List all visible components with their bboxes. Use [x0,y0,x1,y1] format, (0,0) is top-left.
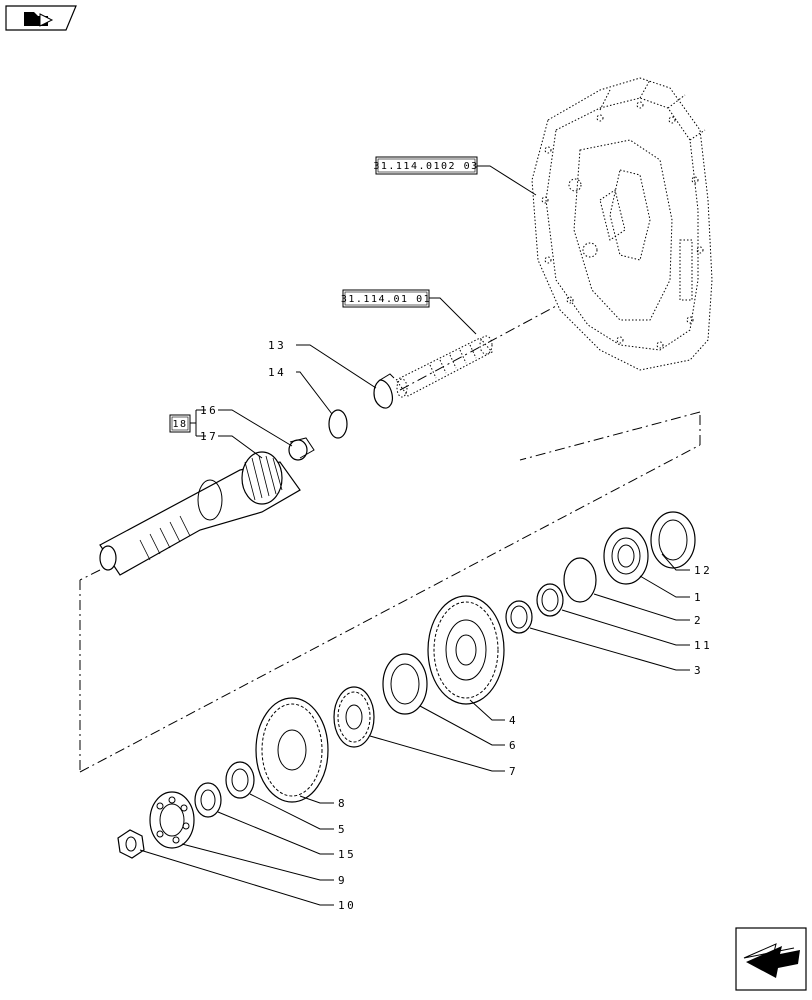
medium-gear [255,697,329,803]
housing-ref-text: 31.114.0102 03 [373,161,478,172]
callout-17: 17 [200,430,218,443]
spring-clip [373,373,395,409]
callout-2: 2 [694,614,703,627]
callout-16: 16 [200,404,218,417]
large-gear [427,595,505,705]
transmission-housing [531,77,713,371]
axis-line [399,305,557,391]
axis-line [79,569,101,581]
main-shaft [99,451,301,576]
callout-15: 15 [338,848,356,861]
callout-8: 8 [338,797,347,810]
callout-10: 10 [338,899,356,912]
callout-13: 13 [268,339,286,352]
sub-reference[interactable]: 18 [169,409,206,437]
callout-11: 11 [694,639,712,652]
next-page-arrow-icon[interactable] [735,927,807,991]
synchronizer-sleeve [382,653,428,715]
hex-nut [117,829,145,859]
bushing [288,437,315,461]
callout-12: 12 [694,564,712,577]
axis-line [519,411,701,461]
leader-lines [139,344,690,906]
spacer-ring [536,583,564,617]
small-gear [333,686,375,748]
callout-6: 6 [509,739,518,752]
gear-bushing [225,761,255,799]
thrust-washer [505,600,533,634]
callout-3: 3 [694,664,703,677]
snap-ring [563,557,597,603]
callout-7: 7 [509,765,518,778]
flat-washer [194,782,222,818]
callout-5: 5 [338,823,347,836]
bearing [603,527,649,585]
callouts: 13 14 16 17 12 1 2 11 3 4 6 7 8 5 15 9 1… [200,339,712,912]
o-ring [328,409,348,439]
callout-1: 1 [694,591,703,604]
bearing-cup [650,511,696,569]
shaft-ref-text: 31.114.01 01 [341,294,431,305]
sub-ref-text: 18 [172,419,187,430]
housing-reference[interactable]: 31.114.0102 03 [373,156,537,196]
callout-9: 9 [338,874,347,887]
callout-4: 4 [509,714,518,727]
shaft-reference[interactable]: 31.114.01 01 [341,289,477,335]
axis-line [79,444,701,773]
folder-arrow-icon[interactable] [5,5,77,31]
ball-bearing [149,791,195,849]
callout-14: 14 [268,366,286,379]
